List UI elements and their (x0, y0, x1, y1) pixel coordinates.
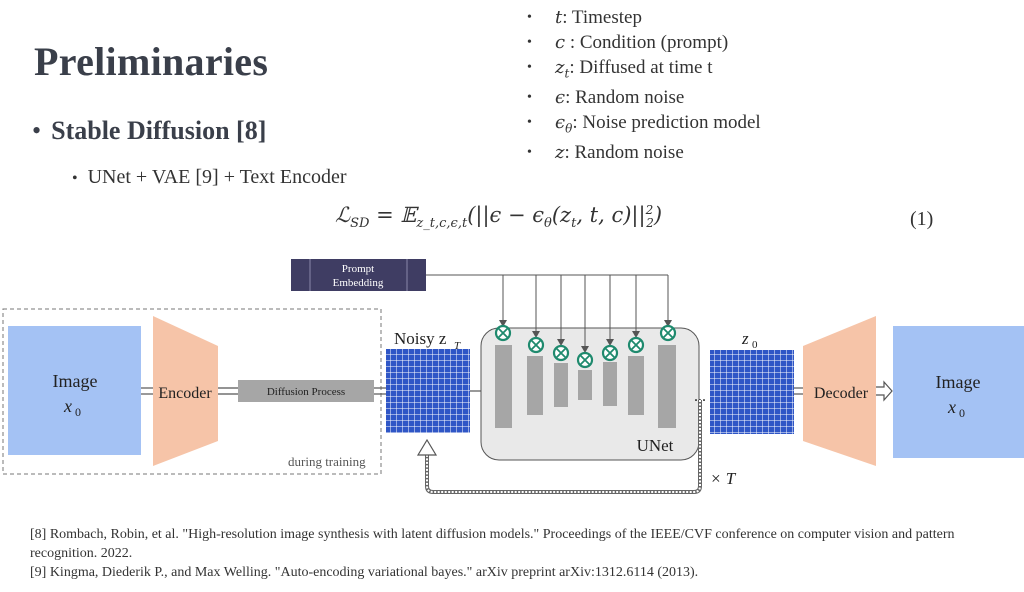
prompt-embedding-box (291, 259, 426, 291)
z0-subscript: 0 (752, 339, 758, 351)
loop-arrow-head (416, 438, 438, 456)
output-image-subscript: 0 (959, 406, 965, 420)
output-image-label: Image (936, 372, 981, 392)
prompt-label-line1: Prompt (342, 263, 374, 275)
output-image-box (893, 326, 1024, 458)
loss-equation: ℒSD = 𝔼z_t,c,ϵ,t(||ϵ − ϵθ(zt, t, c)||22) (335, 203, 663, 232)
times-T-label: × T (710, 469, 737, 488)
reference-item: [9] Kingma, Diederik P., and Max Welling… (30, 565, 699, 580)
bullet-dot: • (32, 116, 42, 145)
encoder-label: Encoder (158, 385, 212, 402)
unet-bar (603, 362, 617, 406)
unet-label: UNet (637, 436, 674, 455)
diffusion-process-label: Diffusion Process (267, 386, 345, 398)
bullet-sub-text: UNet + VAE [9] + Text Encoder (87, 166, 347, 188)
equation-number: (1) (910, 208, 934, 230)
legend-item: •ϵ: Random noise (527, 86, 685, 108)
input-image-label: Image (53, 371, 98, 391)
output-image-symbol: x (947, 397, 956, 417)
z0-label: z (741, 329, 749, 348)
unet-ellipsis: ... (694, 388, 706, 405)
input-image-subscript: 0 (75, 405, 81, 419)
legend-item: •t: Timestep (527, 7, 642, 28)
bullet-stable-diffusion: • Stable Diffusion [8] (32, 116, 266, 146)
references: [8] Rombach, Robin, et al. "High-resolut… (30, 525, 1020, 582)
output-arrow (876, 380, 893, 402)
unet-bar (578, 370, 592, 400)
loop-arrow-inner (426, 400, 701, 493)
legend-item: •ϵθ: Noise prediction model (527, 111, 761, 136)
noisy-subscript: T (454, 340, 461, 352)
unet-bar (495, 345, 512, 428)
symbol-legend: •t: Timestep •c : Condition (prompt) •zt… (527, 6, 761, 166)
decoder-shape (803, 316, 876, 466)
legend-item: •zt: Diffused at time t (527, 56, 713, 81)
slide-title: Preliminaries (34, 39, 269, 84)
training-label: during training (288, 454, 366, 469)
prompt-label-line2: Embedding (333, 277, 384, 289)
decoder-label: Decoder (814, 385, 869, 402)
unet-bar (658, 345, 676, 428)
input-image-symbol: x (63, 396, 72, 416)
z0-latent-grid (710, 350, 794, 434)
bullet-components: • UNet + VAE [9] + Text Encoder (72, 166, 347, 189)
input-image-box (8, 326, 141, 455)
legend-item: •c : Condition (prompt) (527, 31, 729, 53)
unet-bar (554, 363, 568, 407)
diffusion-process-box (238, 380, 374, 402)
noisy-latent-grid (386, 349, 470, 433)
noisy-label: Noisy z (394, 329, 447, 348)
reference-item: [8] Rombach, Robin, et al. "High-resolut… (30, 527, 955, 561)
unet-bar (628, 356, 644, 415)
bullet-main-text: Stable Diffusion [8] (51, 116, 267, 145)
unet-bar (527, 356, 543, 415)
bullet-dot: • (72, 170, 78, 187)
training-region (2, 308, 382, 475)
encoder-shape (153, 316, 218, 466)
legend-item: •z: Random noise (527, 142, 684, 164)
